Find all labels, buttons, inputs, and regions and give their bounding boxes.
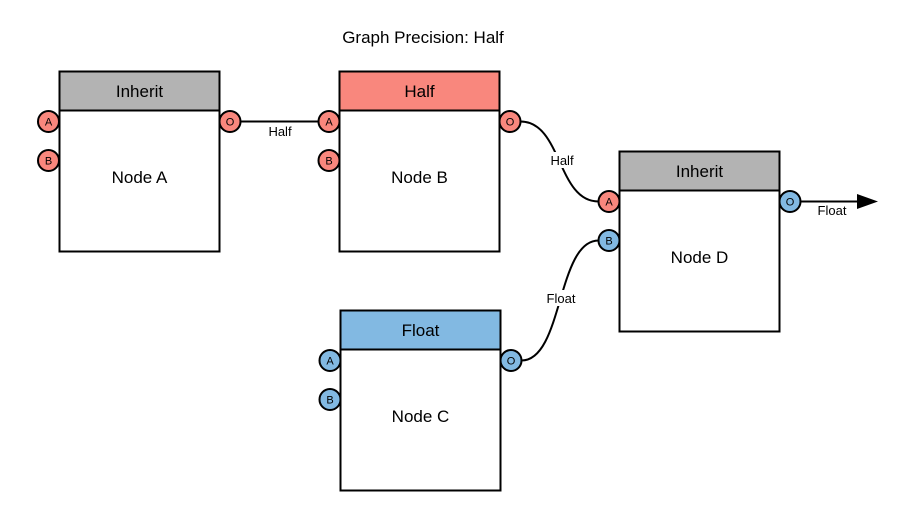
node-header[interactable] xyxy=(338,70,501,112)
port-input-a[interactable] xyxy=(317,110,341,133)
output-arrow[interactable] xyxy=(800,194,879,209)
node-header-label: Float xyxy=(402,321,440,340)
port-label: A xyxy=(325,117,333,129)
edge-label: Float xyxy=(547,291,576,306)
node-header-label: Inherit xyxy=(116,82,164,101)
port-label: O xyxy=(226,117,235,129)
node-d[interactable]: Inherit Node D A B O xyxy=(597,150,802,333)
node-label: Node D xyxy=(671,248,729,267)
port-output-o[interactable] xyxy=(499,349,523,372)
node-header-label: Half xyxy=(404,82,435,101)
port-label: B xyxy=(45,156,52,168)
node-b[interactable]: Half Node B A B O xyxy=(317,70,522,253)
graph-title: Graph Precision: Half xyxy=(342,28,504,47)
port-label: O xyxy=(507,356,516,368)
port-label: B xyxy=(326,395,333,407)
edges-layer: Half Half Float Float xyxy=(240,120,879,362)
edge-label: Half xyxy=(550,153,574,168)
node-header-label: Inherit xyxy=(676,162,724,181)
port-input-b[interactable] xyxy=(318,388,342,411)
port-input-b[interactable] xyxy=(37,149,60,172)
port-input-b[interactable] xyxy=(317,149,341,172)
edge-label: Float xyxy=(818,203,847,218)
node-c[interactable]: Float Node C A B O xyxy=(318,309,523,492)
node-header[interactable] xyxy=(58,70,221,112)
port-output-o[interactable] xyxy=(778,190,802,213)
port-input-a[interactable] xyxy=(37,110,60,133)
node-a[interactable]: Inherit Node A A B O xyxy=(37,70,242,253)
port-label: B xyxy=(325,156,332,168)
port-input-b[interactable] xyxy=(597,229,621,252)
port-input-a[interactable] xyxy=(597,190,621,213)
node-label: Node C xyxy=(392,407,450,426)
port-input-a[interactable] xyxy=(318,349,342,372)
port-output-o[interactable] xyxy=(218,110,242,133)
node-label: Node A xyxy=(112,168,168,187)
node-label: Node B xyxy=(391,168,448,187)
node-header[interactable] xyxy=(339,309,502,351)
edge-label-bg xyxy=(546,152,579,168)
node-header[interactable] xyxy=(618,150,781,192)
port-output-o[interactable] xyxy=(498,110,522,133)
port-label: B xyxy=(605,236,612,248)
port-label: O xyxy=(786,197,795,209)
port-label: O xyxy=(506,117,515,129)
arrowhead-icon xyxy=(857,194,878,209)
edge-label-bg xyxy=(541,290,581,306)
port-label: A xyxy=(605,197,613,209)
port-label: A xyxy=(45,117,53,129)
edge-label: Half xyxy=(268,124,292,139)
port-label: A xyxy=(326,356,334,368)
